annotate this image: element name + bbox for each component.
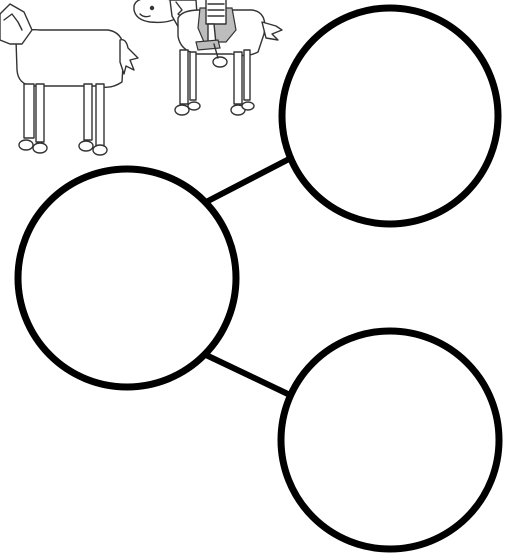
part-circle-bottom[interactable]	[281, 331, 499, 549]
connector-line-top	[208, 158, 291, 201]
horse-icon	[0, 4, 138, 155]
horse-with-cowboy-icon	[134, 0, 282, 115]
part-circle-top[interactable]	[282, 8, 498, 224]
connector-line-bottom	[206, 355, 290, 395]
whole-circle[interactable]	[18, 169, 236, 387]
